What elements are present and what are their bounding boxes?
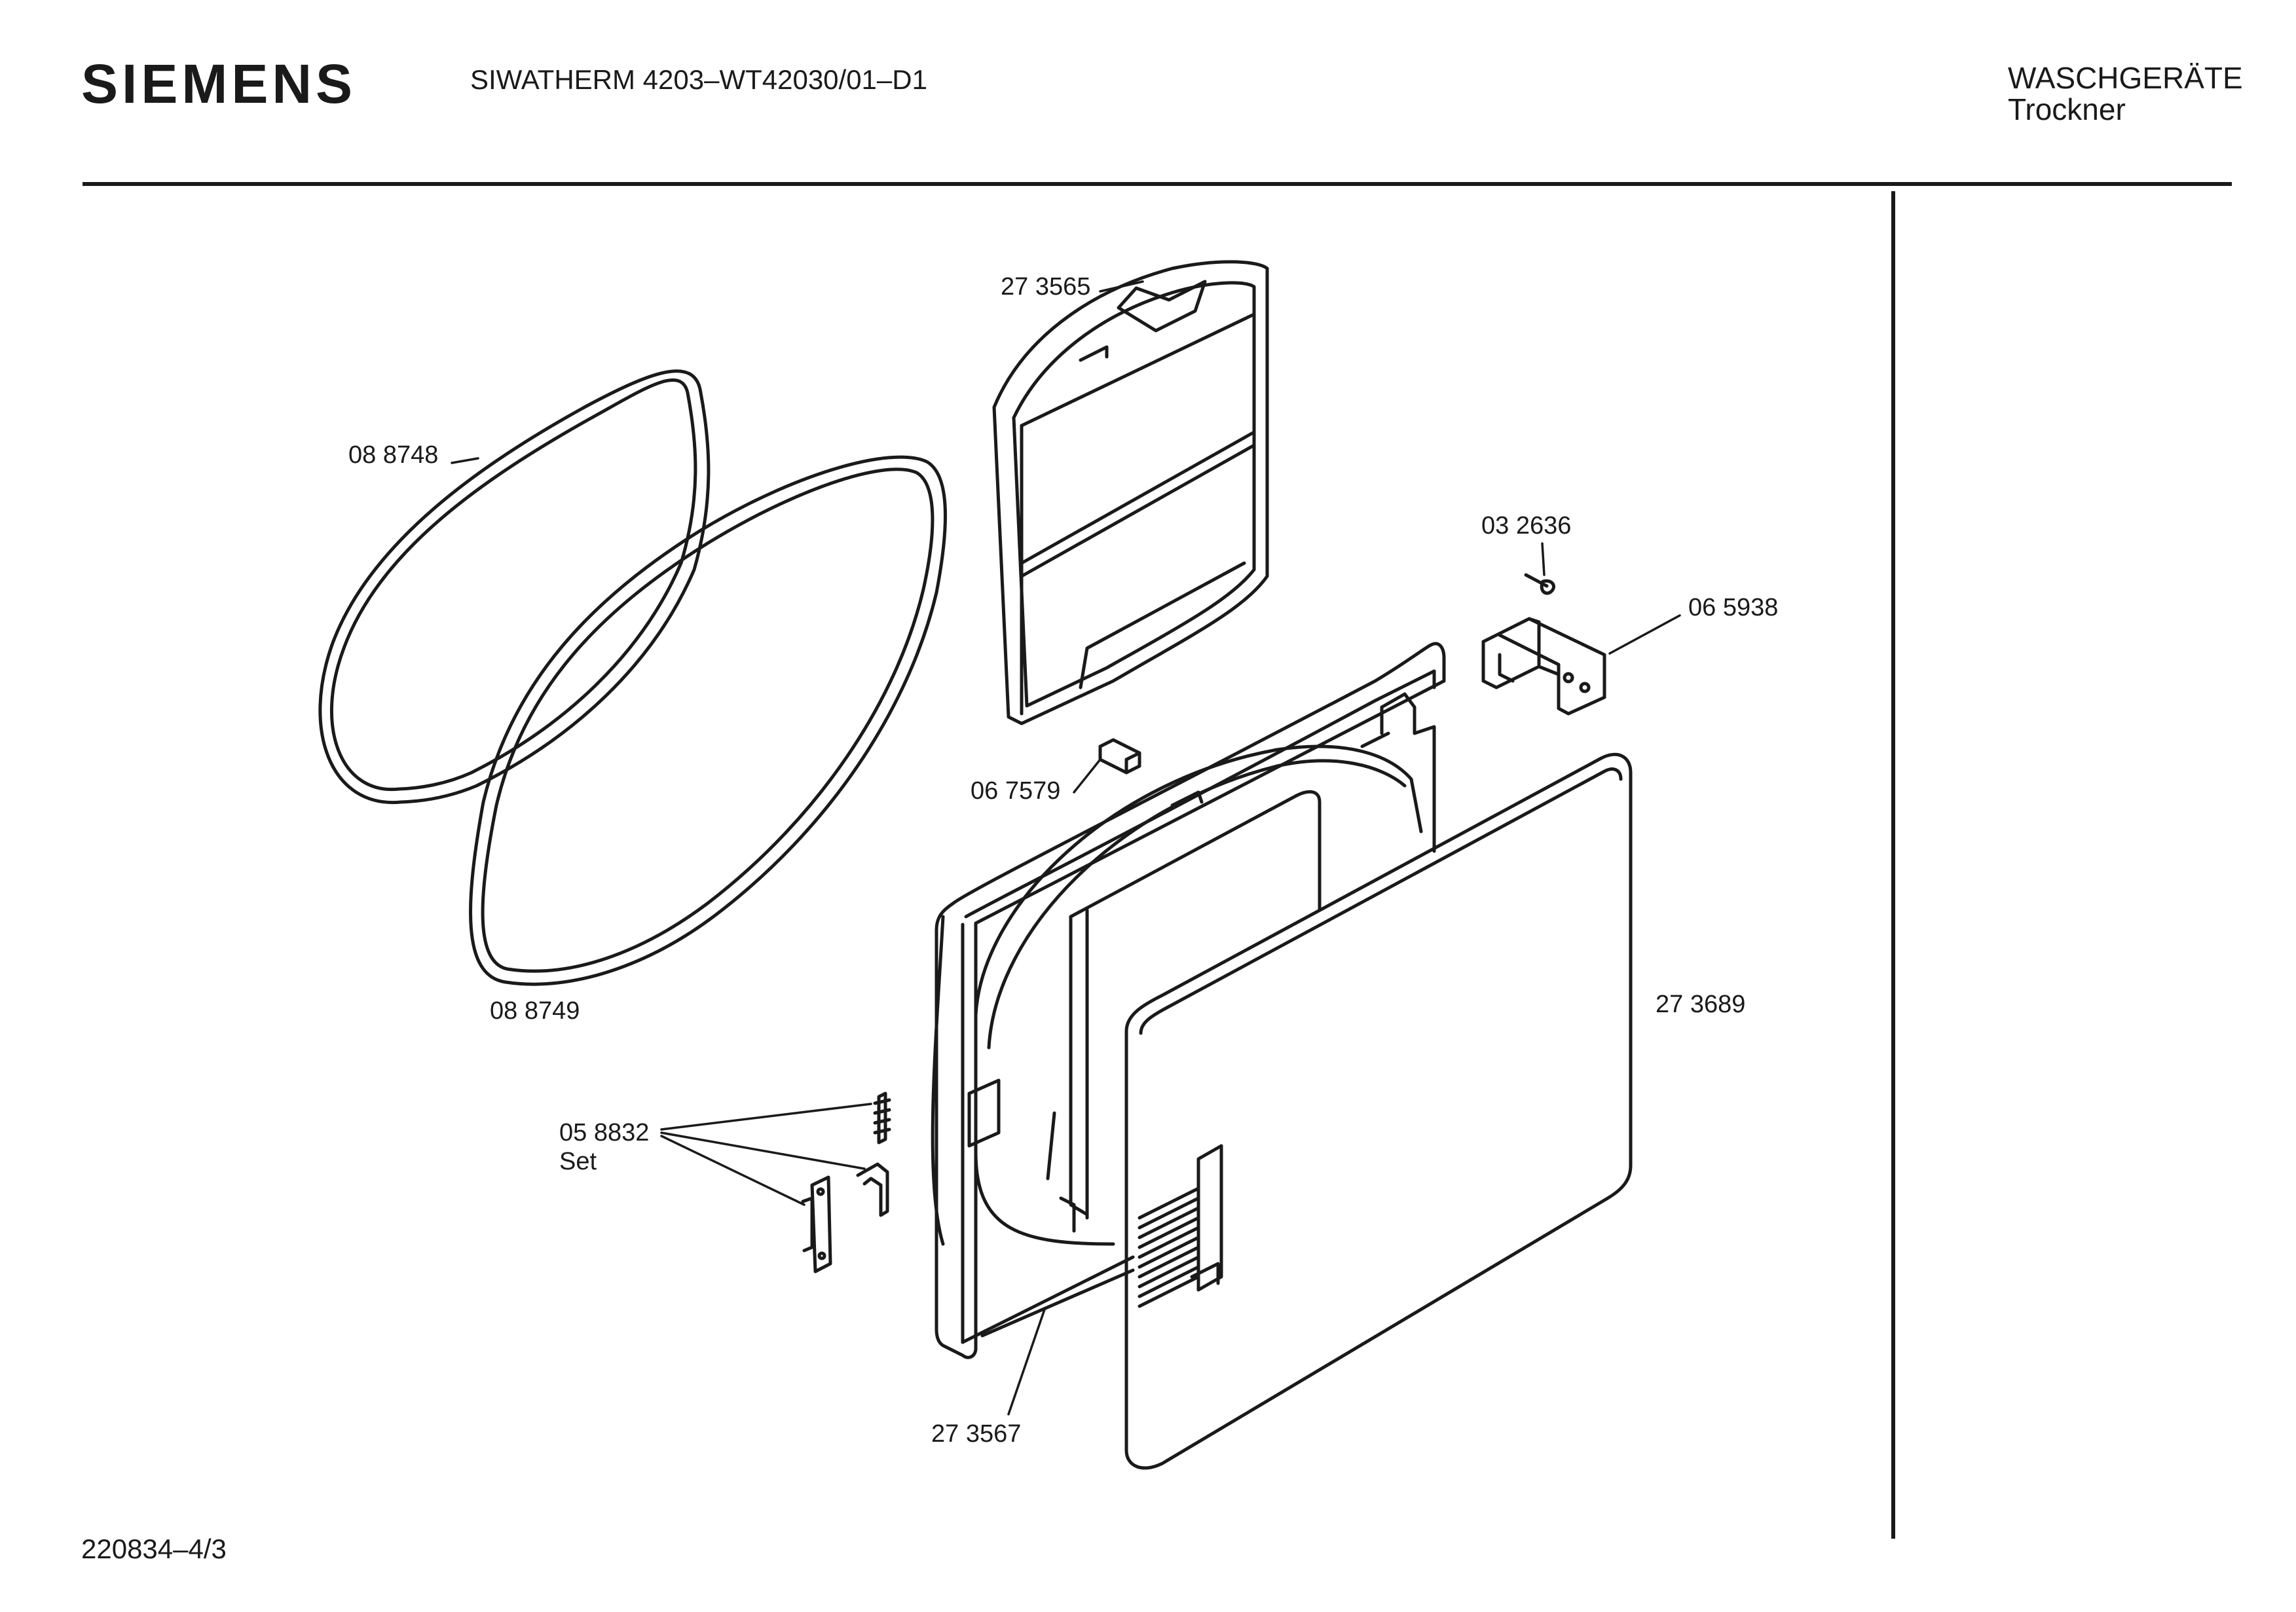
leader-lines <box>451 280 1681 1416</box>
model-title: SIWATHERM 4203–WT42030/01–D1 <box>470 64 927 95</box>
label-door-panel: 27 3689 <box>1656 991 1745 1018</box>
label-lock-set-sub: Set <box>559 1148 597 1175</box>
catch-part[interactable] <box>1098 738 1141 775</box>
filter-part[interactable] <box>992 260 1269 725</box>
subcategory-label: Trockner <box>2008 92 2126 126</box>
category-label: WASCHGERÄTE <box>2008 61 2243 95</box>
label-gasket-inner: 08 8749 <box>490 997 580 1025</box>
screw-part[interactable] <box>1524 573 1555 595</box>
label-hinge: 06 5938 <box>1688 594 1778 621</box>
part-labels: 27 3565 08 8748 03 2636 06 5938 06 7579 … <box>348 273 1778 1448</box>
label-screw: 03 2636 <box>1481 512 1571 540</box>
label-lock-set: 05 8832 <box>559 1119 649 1146</box>
door-frame-part[interactable] <box>931 642 1446 1359</box>
header-divider <box>83 182 2232 186</box>
door-panel-part[interactable] <box>1124 752 1633 1470</box>
gasket-outer-part[interactable] <box>318 369 711 805</box>
gasket-inner-part[interactable] <box>469 455 947 986</box>
label-gasket-outer: 08 8748 <box>348 441 438 469</box>
lock-set-part[interactable] <box>801 1091 891 1273</box>
brand-logo: SIEMENS <box>81 53 357 115</box>
label-catch: 06 7579 <box>971 777 1060 805</box>
hinge-part[interactable] <box>1481 617 1606 716</box>
label-door-frame: 27 3567 <box>931 1420 1021 1448</box>
sidebar-divider <box>1891 191 1895 1539</box>
label-filter: 27 3565 <box>1001 273 1090 301</box>
drawing-code: 220834–4/3 <box>81 1533 227 1564</box>
